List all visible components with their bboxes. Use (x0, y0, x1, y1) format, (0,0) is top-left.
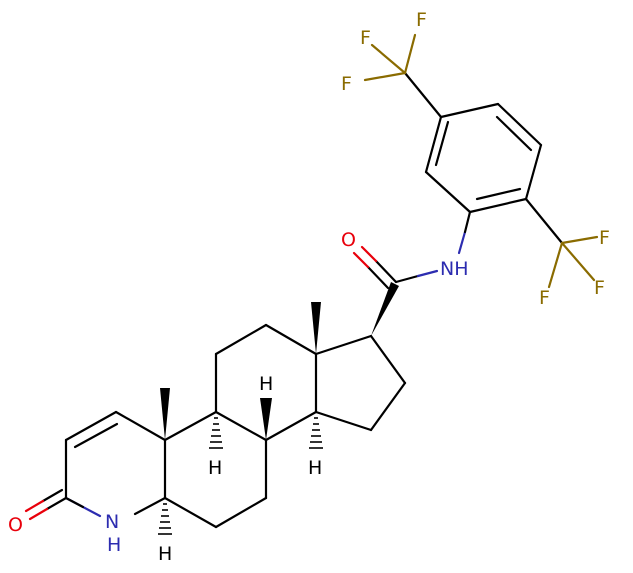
ring-d-bonds (314, 334, 407, 432)
atom-f2: F (360, 27, 371, 49)
methyl-wedge-c10 (160, 388, 170, 440)
bond-c-n-amide-blue (416, 269, 439, 278)
atom-h-c5: H (158, 543, 172, 565)
atom-f5: F (594, 277, 605, 299)
lactam-carbonyl (24, 488, 68, 521)
aryl-ring-bonds (424, 102, 543, 214)
methyl-wedge-c13 (311, 302, 321, 354)
atom-h-lactam: H (107, 534, 121, 556)
atom-o-lactam: O (8, 514, 23, 536)
wedge-c17-carbonyl (371, 282, 399, 336)
hashed-h-c9 (209, 417, 223, 449)
cf3-bottom-bonds (524, 197, 599, 289)
atom-h-c9: H (208, 457, 222, 479)
atom-f1: F (416, 9, 427, 31)
hashed-h-c14 (309, 417, 323, 449)
bond-n-aryl-blue (457, 230, 467, 255)
bond-n-aryl (463, 210, 472, 234)
bond-c-n-amide (394, 274, 420, 284)
hashed-h-c5 (158, 503, 172, 535)
atom-h-c8: H (259, 373, 273, 395)
atom-f6: F (539, 287, 550, 309)
atom-o-amide: O (341, 229, 356, 251)
wedge-h-c8 (260, 398, 272, 440)
atom-f4: F (599, 227, 610, 249)
amide-carbonyl (352, 245, 398, 290)
atom-f3: F (341, 73, 352, 95)
ring-c-bonds (214, 323, 318, 442)
atom-n-lactam: N (105, 511, 119, 533)
ring-b-bonds (163, 410, 268, 529)
bond-n4-c3-black (64, 496, 85, 509)
atom-nh-amide: NH (440, 258, 469, 280)
cf3-top-bonds (363, 33, 443, 119)
ring-a-bonds (64, 410, 167, 516)
atom-h-c14: H (308, 457, 322, 479)
